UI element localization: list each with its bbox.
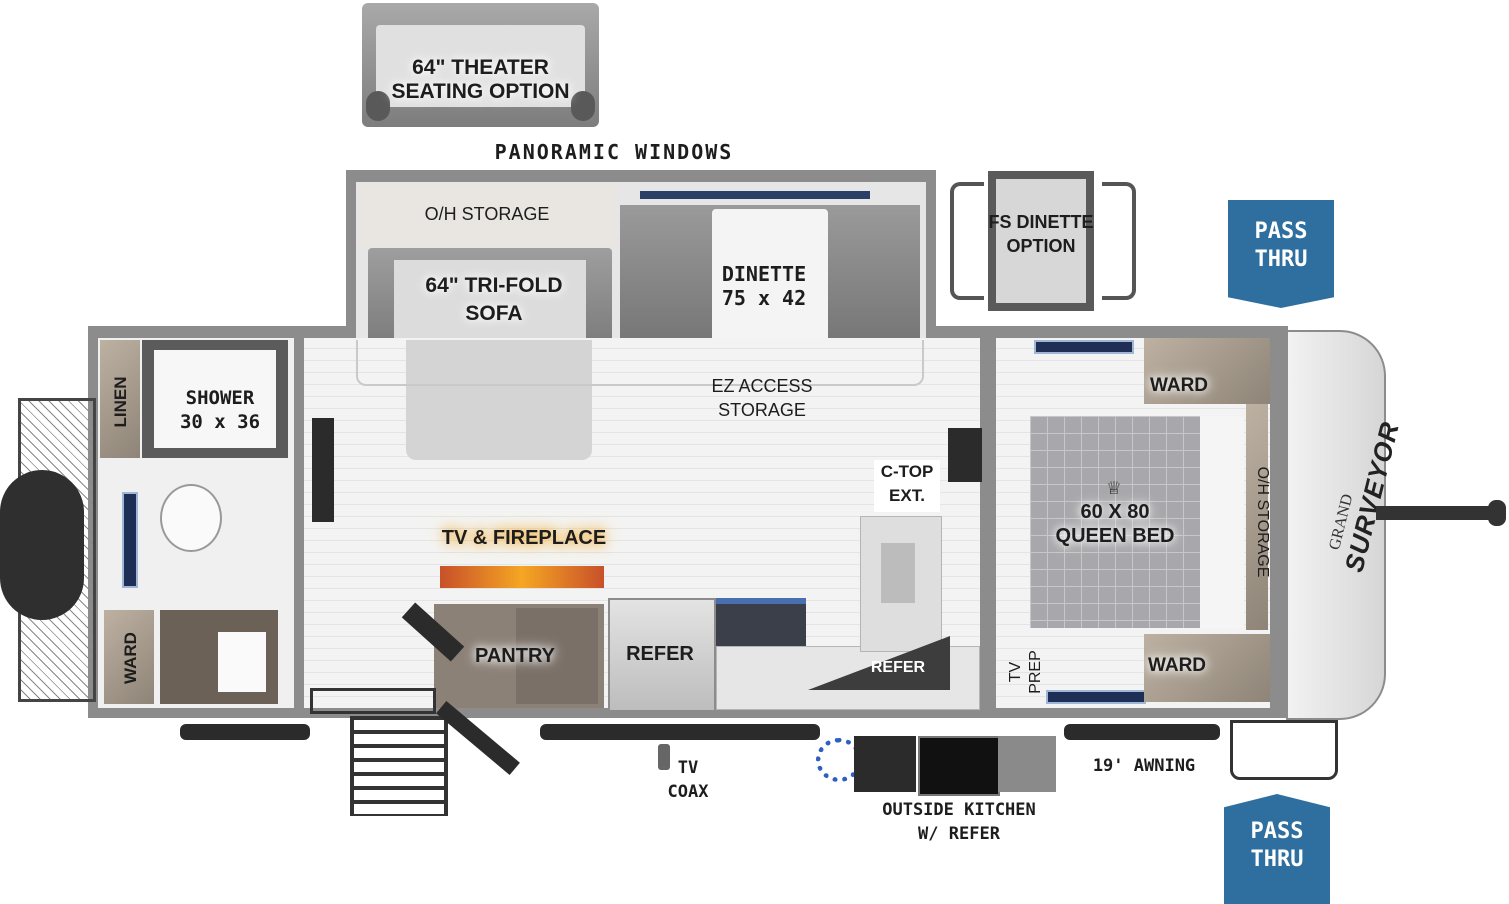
trailer-hitch [1376, 506, 1504, 520]
oh-storage-side-cabinet [1246, 404, 1268, 630]
oh-storage-side-label: O/H STORAGE [1254, 466, 1271, 578]
dinette-label: DINETTE 75 x 42 [721, 262, 807, 310]
bath-window [122, 492, 138, 588]
crown-icon: ♕ [1105, 478, 1123, 498]
toilet [160, 484, 222, 552]
propane-box [1230, 720, 1338, 780]
queen-bed-label: 60 X 80 QUEEN BED [1055, 501, 1175, 547]
fireplace [440, 566, 604, 588]
fs-dinette-option [988, 171, 1094, 311]
fs-dinette-label: FS DINETTE OPTION [988, 212, 1094, 256]
front-cap [1286, 330, 1386, 720]
kitchen-sink-counter [860, 516, 942, 652]
shower-label: SHOWER 30 x 36 [179, 387, 261, 433]
pantry [434, 604, 604, 708]
tv-coax-label: TV COAX [667, 758, 709, 802]
ward-top-label: WARD [1149, 375, 1209, 396]
pass-thru-bottom: PASS THRU [1224, 794, 1330, 904]
outside-kitchen-fridge [918, 736, 1000, 796]
sofa-bed-extension [406, 340, 592, 460]
linen-cabinet [100, 340, 140, 458]
ez-access-label: EZ ACCESS STORAGE [711, 376, 813, 420]
kitchen-tv-panel [948, 428, 982, 482]
pantry-label: PANTRY [475, 645, 555, 667]
panoramic-windows-label: PANORAMIC WINDOWS [494, 140, 734, 164]
awning-front [1064, 724, 1220, 740]
ward-bottom-cabinet [1144, 634, 1270, 702]
entry-step-frame [310, 688, 436, 714]
pass-thru-bottom-label: PASS THRU [1250, 819, 1304, 872]
outside-kitchen-sink [854, 736, 916, 792]
spare-tire [0, 470, 84, 620]
outside-kitchen-counter [998, 736, 1056, 792]
theater-seating-option [362, 3, 599, 127]
tv-wall-mount [312, 418, 334, 522]
ctop-label: C-TOP EXT. [874, 460, 940, 512]
stove [716, 598, 806, 652]
awning-label: 19' AWNING [1092, 756, 1196, 776]
queen-bed [1030, 416, 1200, 628]
pass-thru-top: PASS THRU [1228, 200, 1334, 308]
ward-bottom-label: WARD [1147, 655, 1207, 676]
pass-thru-top-label: PASS THRU [1254, 219, 1308, 272]
ward-bath-label: WARD [121, 632, 140, 684]
entry-steps [350, 716, 448, 816]
tv-fireplace-label: TV & FIREPLACE [441, 527, 607, 549]
ward-top-cabinet [1144, 338, 1270, 404]
bath-vanity [160, 610, 278, 704]
tri-fold-sofa-label: 64" TRI-FOLD SOFA [425, 274, 563, 325]
bedroom-window-top [1034, 340, 1134, 354]
awning-mid [540, 724, 820, 740]
theater-seating-label: 64" THEATER SEATING OPTION [391, 56, 570, 103]
oh-storage-top-label: O/H STORAGE [424, 204, 550, 224]
bed-pillows [1200, 416, 1244, 628]
tv-coax-icon [658, 744, 670, 770]
refer-main-label: REFER [626, 643, 694, 665]
awning-rear [180, 724, 310, 740]
ez-access-storage-floor [356, 340, 924, 386]
outside-kitchen-label: OUTSIDE KITCHEN W/ REFER [882, 800, 1036, 844]
ward-bath-cabinet [104, 610, 154, 704]
refer-small-label: REFER [870, 659, 926, 676]
linen-label: LINEN [111, 376, 130, 428]
refrigerator [608, 598, 716, 712]
tv-prep-label: TV PREP [1007, 650, 1044, 694]
shower [142, 340, 288, 458]
hitch-jack [1488, 500, 1506, 526]
tri-fold-sofa [368, 248, 612, 350]
bedroom-window-bottom [1046, 690, 1146, 704]
